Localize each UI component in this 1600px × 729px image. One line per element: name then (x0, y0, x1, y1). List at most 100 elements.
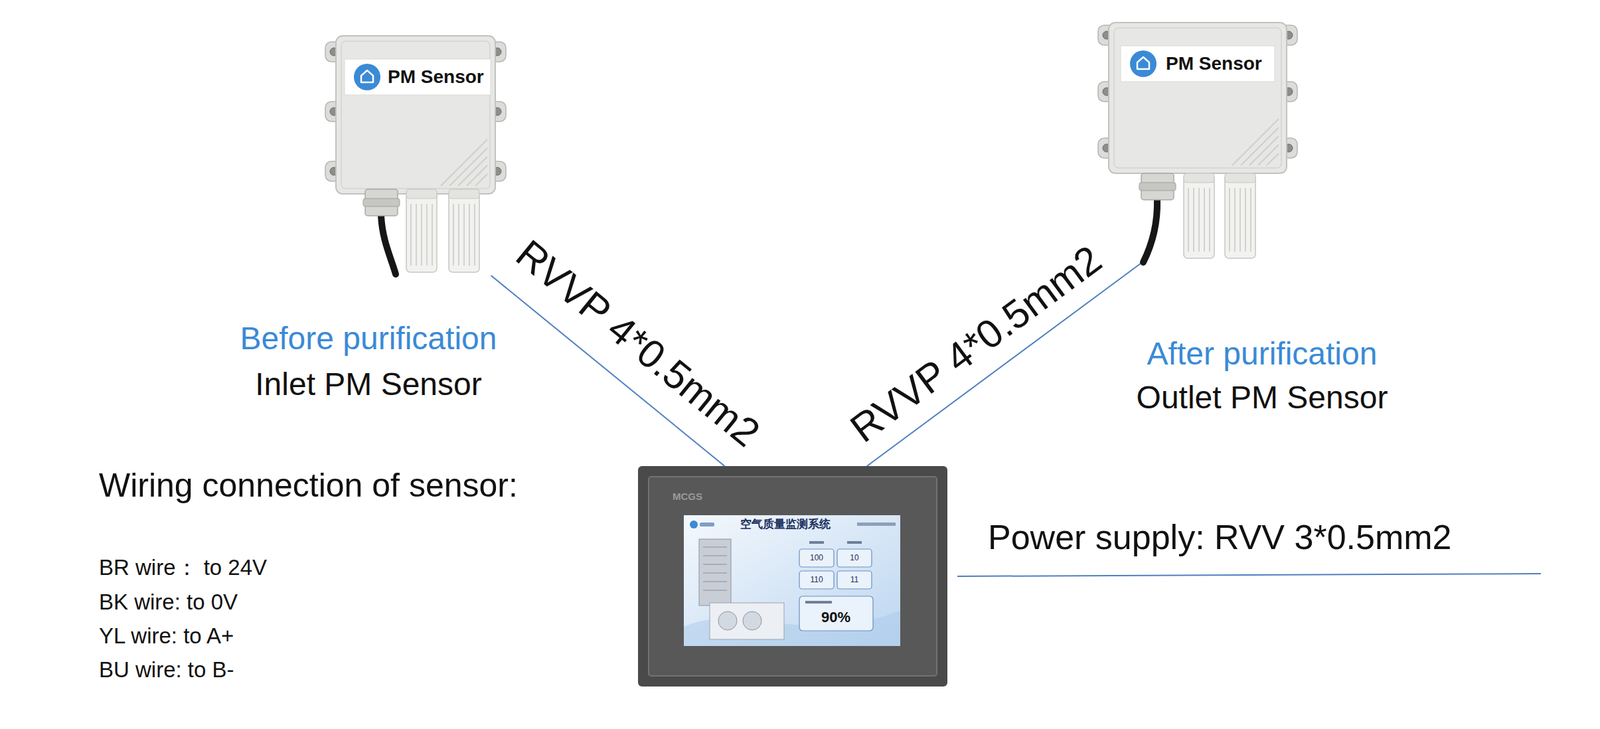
cable-spec: RVVP 4*0.5mm2 (841, 236, 1111, 452)
sensor-cable (381, 215, 396, 275)
probe-slot (415, 203, 417, 266)
hmi-touch-panel: MCGS空气质量监测系统100101101190% (638, 466, 948, 687)
probe-slot (1239, 187, 1241, 252)
brand-icon-house (361, 70, 374, 83)
housing-rib (449, 148, 488, 186)
hmi-bezel (638, 466, 948, 687)
cable-spec: RVVP 4*0.5mm2 (507, 231, 769, 457)
wiring-heading: Wiring connection of sensor: (98, 466, 518, 506)
probe-slot (426, 203, 428, 266)
sensor-name: PM Sensor (387, 66, 484, 88)
fan-grille (742, 611, 762, 631)
housing-rib (1258, 144, 1279, 166)
probe-slot (1250, 187, 1252, 252)
air-handling-unit (709, 602, 785, 640)
housing-lid-edge (1114, 27, 1282, 168)
sensor-caption: Inlet PM Sensor (254, 365, 482, 403)
probe-slot (1193, 187, 1195, 252)
air-cabinet (699, 539, 731, 606)
screen-logo (689, 520, 698, 529)
wire-note: BR wire： to 24V (98, 555, 267, 581)
probe-slot (1234, 187, 1236, 252)
sensor-housing (1108, 22, 1287, 174)
brand-icon (1129, 50, 1157, 78)
probe-slot (1228, 187, 1231, 252)
probe-slot (420, 203, 423, 266)
value-box (799, 549, 834, 567)
reading-value: 110 (809, 575, 823, 585)
sensor-cable (1143, 199, 1158, 263)
sensor-housing (335, 35, 496, 194)
fan-grille (718, 611, 737, 631)
gland-nut (363, 198, 400, 207)
sensor-label-plate (1120, 45, 1275, 82)
brand-icon (353, 63, 381, 91)
probe-slot (452, 203, 455, 266)
reading-value: 100 (809, 553, 824, 563)
hmi-screen (683, 515, 901, 646)
efficiency-box (799, 596, 874, 631)
sensor-caption: Outlet PM Sensor (1136, 379, 1389, 416)
screen-logo-mark (699, 522, 715, 527)
value-box (799, 570, 834, 589)
cabinet-vent (703, 580, 727, 583)
stage-heading: After purification (1147, 335, 1378, 372)
power-supply-note: Power supply: RVV 3*0.5mm2 (987, 517, 1452, 558)
probe-slot (468, 203, 471, 266)
sensor-probe (1224, 173, 1256, 259)
inlet-pm-sensor-drawing (321, 28, 510, 276)
probe-collar (406, 189, 437, 199)
probe-slot (410, 203, 412, 266)
sensor-probe (448, 189, 480, 273)
sensor-probe (1183, 173, 1215, 259)
hmi-inner-frame (648, 476, 937, 676)
cabinet-vent (703, 589, 727, 591)
probe-slot (1244, 187, 1247, 252)
probe-collar (1224, 173, 1256, 183)
housing-rib (1232, 118, 1279, 166)
column-head-mark (847, 541, 862, 544)
probe-slot (1187, 187, 1190, 252)
cabinet-vent (703, 572, 727, 574)
housing-rib (1249, 136, 1279, 166)
sensor-name: PM Sensor (1165, 53, 1263, 75)
probe-slot (463, 203, 465, 266)
brand-mark: MCGS (672, 490, 703, 502)
efficiency-value: 90% (821, 608, 851, 626)
cabinet-vent (703, 546, 727, 548)
probe-collar (448, 189, 480, 199)
wire-note: YL wire: to A+ (98, 623, 234, 649)
probe-slot (1198, 187, 1200, 252)
brand-icon-house (1137, 57, 1150, 70)
column-head-mark (809, 541, 824, 544)
outlet-pm-sensor: PM SensorAfter purificationOutlet PM Sen… (1094, 15, 1302, 264)
stage-heading: Before purification (240, 320, 498, 357)
outlet-pm-sensor-drawing (1094, 15, 1302, 264)
power-cable-line (957, 573, 1541, 577)
probe-slot (474, 203, 476, 266)
value-box (837, 549, 872, 567)
reading-value: 10 (849, 553, 859, 563)
probe-collar (1183, 173, 1215, 183)
cabinet-vent (703, 555, 727, 557)
wire-note: BU wire: to B- (98, 657, 235, 683)
inlet-pm-sensor: PM SensorBefore purificationInlet PM Sen… (321, 28, 510, 276)
gland-nut (1139, 182, 1176, 191)
housing-rib (440, 139, 488, 186)
housing-rib (466, 165, 488, 186)
probe-slot (458, 203, 460, 266)
wire-note: BK wire: to 0V (98, 589, 238, 615)
probe-slot (1203, 187, 1205, 252)
housing-rib (458, 156, 488, 186)
screen-date-mark (857, 522, 896, 526)
housing-lid-edge (341, 41, 490, 189)
reading-value: 11 (850, 575, 859, 585)
housing-rib (1240, 127, 1279, 166)
sensor-probe (406, 189, 437, 273)
value-box (837, 570, 872, 589)
cabinet-vent (703, 563, 727, 565)
probe-slot (1208, 187, 1211, 252)
sensor-label-plate (344, 59, 491, 95)
efficiency-caption-mark (805, 600, 832, 604)
